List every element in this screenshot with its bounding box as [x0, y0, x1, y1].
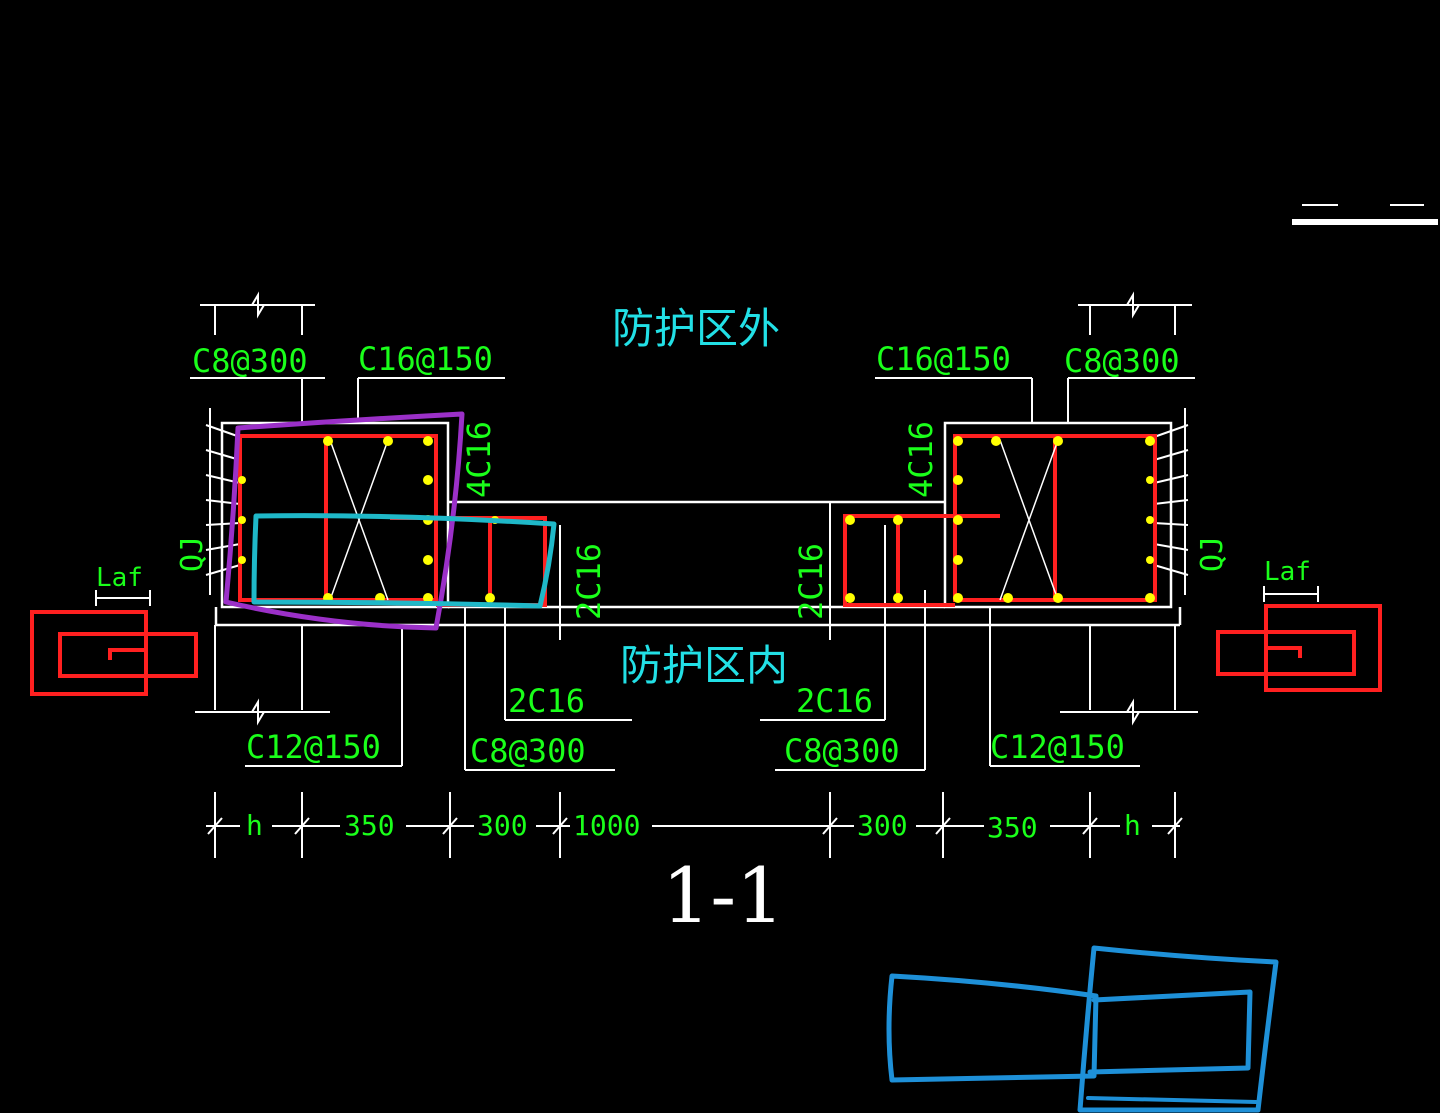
blue-sketch-box-right	[1077, 945, 1279, 1113]
right-c8-bottom-label: C8@300	[784, 732, 900, 770]
blue-sketch-box-left	[886, 973, 1099, 1083]
right-c12-bottom-label: C12@150	[990, 728, 1125, 766]
bar-dots	[238, 436, 1155, 603]
laf-dims	[95, 586, 1319, 606]
left-c8-bottom-label: C8@300	[470, 732, 586, 770]
section-title: 1-1	[662, 851, 784, 940]
right-2c16-bottom-label: 2C16	[796, 682, 873, 720]
dimension-labels: h 350 300 1000 300 350 h	[240, 808, 1152, 844]
dim-label-350-right: 350	[987, 811, 1038, 844]
purple-annotation-box	[223, 411, 465, 631]
left-2c16-vertical-label: 2C16	[570, 543, 608, 620]
left-laf-label: Laf	[96, 563, 143, 593]
left-2c16-bottom-label: 2C16	[508, 682, 585, 720]
dim-label-350-left: 350	[344, 809, 395, 842]
left-4c16-label: 4C16	[460, 421, 498, 498]
cross-ties	[329, 439, 1059, 601]
dim-label-1000: 1000	[573, 809, 640, 842]
dim-label-h-right: h	[1124, 809, 1141, 842]
left-c16-top-label: C16@150	[358, 340, 493, 378]
right-qj-label: QJ	[1195, 536, 1230, 572]
outside-zone-label: 防护区外	[612, 304, 780, 353]
left-c12-bottom-label: C12@150	[246, 728, 381, 766]
hand-annotations	[223, 411, 1279, 1113]
dim-label-300-right: 300	[857, 809, 908, 842]
right-c8-top-label: C8@300	[1064, 342, 1180, 380]
teal-annotation-box	[251, 513, 557, 609]
dim-label-h-left: h	[246, 809, 263, 842]
right-4c16-label: 4C16	[902, 421, 940, 498]
left-qj-label: QJ	[175, 536, 210, 572]
left-c8-top-label: C8@300	[192, 342, 308, 380]
right-c16-top-label: C16@150	[876, 340, 1011, 378]
dim-label-300-left: 300	[477, 809, 528, 842]
inside-zone-label: 防护区内	[620, 641, 788, 690]
leader-lines	[190, 291, 1198, 771]
right-2c16-vertical-label: 2C16	[792, 543, 830, 620]
right-laf-label: Laf	[1264, 557, 1311, 587]
top-right-lines	[1292, 204, 1438, 225]
